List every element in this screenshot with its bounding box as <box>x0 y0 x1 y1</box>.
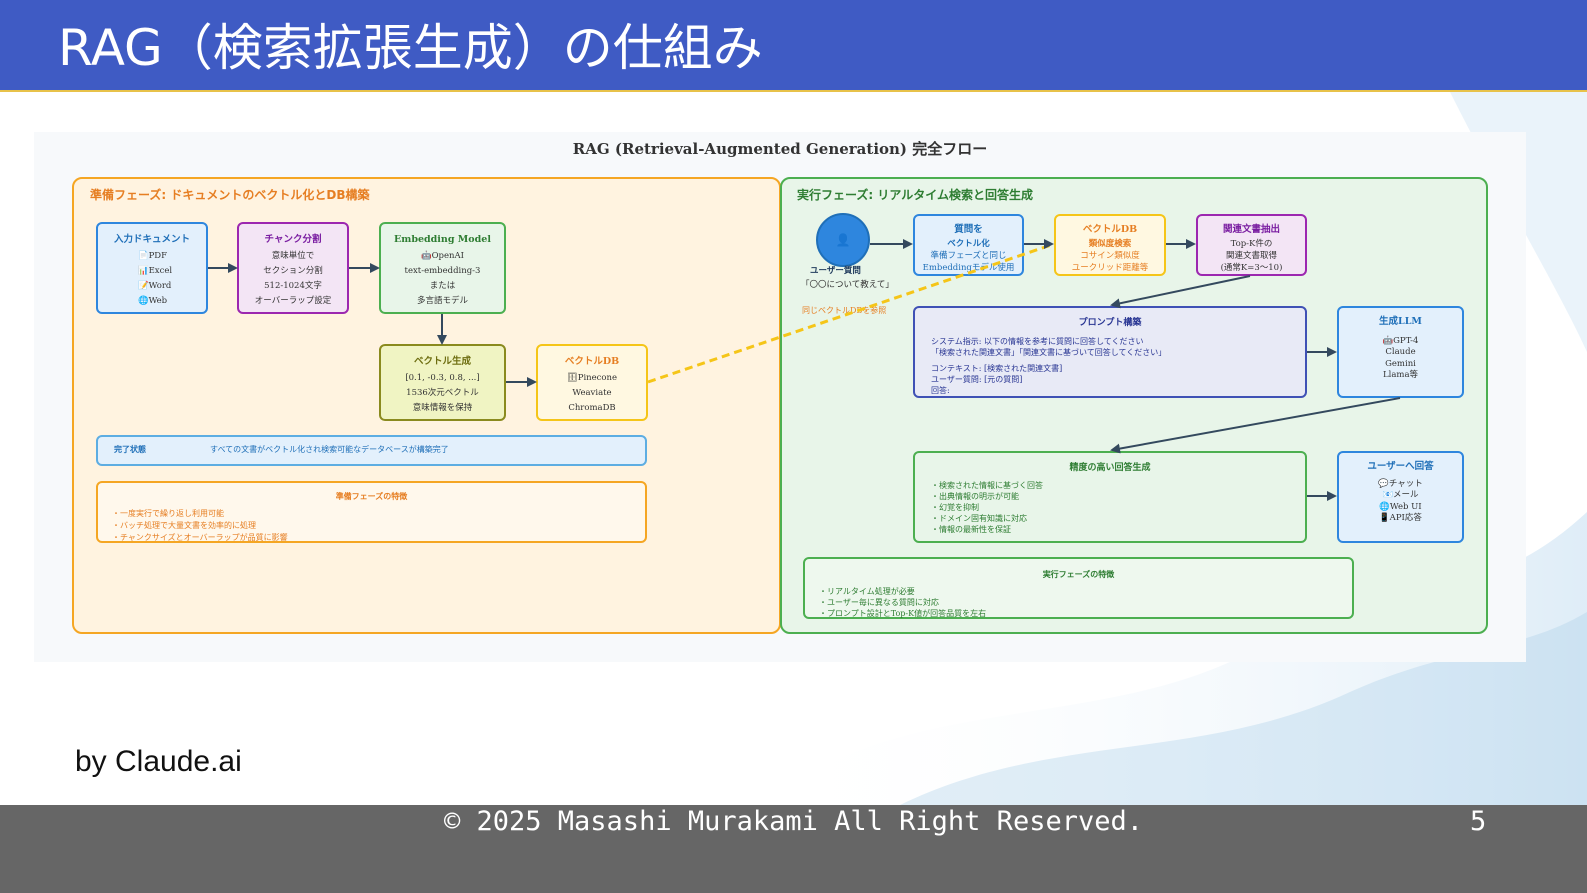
slide-title: RAG（検索拡張生成）の仕組み <box>58 19 763 77</box>
answer-feature: ・情報の最新性を保証 <box>931 525 1011 534</box>
answer-feature: ・検索された情報に基づく回答 <box>931 481 1043 490</box>
header-underline <box>0 90 1587 92</box>
vector-generation-box: ベクトル生成 [0.1, -0.3, 0.8, ...] 1536次元ベクトル … <box>379 344 506 421</box>
llm-title: 生成LLM <box>1379 316 1422 327</box>
db-search-box: ベクトルDB 類似度検索 コサイン類似度 ユークリッド距離等 <box>1054 214 1166 276</box>
byline: by Claude.ai <box>75 745 242 778</box>
answer-feature: ・出典情報の明示が可能 <box>931 492 1019 501</box>
prep-phase-label: 準備フェーズ: ドキュメントのベクトル化とDB構築 <box>90 188 370 202</box>
exec-phase-label: 実行フェーズ: リアルタイム検索と回答生成 <box>797 188 1034 202</box>
chunking-title: チャンク分割 <box>264 234 322 245</box>
llm-box: 生成LLM 🤖GPT-4 Claude Gemini Llama等 <box>1337 306 1464 398</box>
prep-feature-item: ・チャンクサイズとオーバーラップが品質に影響 <box>112 533 288 542</box>
db-search-detail: コサイン類似度 <box>1080 251 1140 261</box>
prep-features-box: 準備フェーズの特徴 ・一度実行で繰り返し利用可能 ・バッチ処理で大量文書を効率的… <box>96 481 647 543</box>
diagram-title: RAG (Retrieval-Augmented Generation) 完全フ… <box>572 140 988 158</box>
prep-feature-item: ・一度実行で繰り返し利用可能 <box>112 509 224 518</box>
complete-status-text: すべての文書がベクトル化され検索可能なデータベースが構築完了 <box>210 445 449 454</box>
vector-detail: 1536次元ベクトル <box>406 388 479 398</box>
slide-footer <box>0 805 1587 893</box>
embedding-detail: text-embedding-3 <box>404 266 481 276</box>
top-k-detail: (通常K=3〜10) <box>1220 263 1283 273</box>
chunking-box: チャンク分割 意味単位で セクション分割 512-1024文字 オーバーラップ設… <box>237 222 349 314</box>
vector-db-product: Weaviate <box>572 388 612 398</box>
query-vectorize-title: 質問を <box>954 224 983 235</box>
llm-model: Llama等 <box>1382 370 1419 380</box>
embedding-detail: 多言語モデル <box>416 296 468 306</box>
prep-feature-item: ・バッチ処理で大量文書を効率的に処理 <box>112 521 256 530</box>
query-vectorize-box: 質問を ベクトル化 準備フェーズと同じ Embeddingモデル使用 <box>913 214 1024 276</box>
exec-feature-item: ・リアルタイム処理が必要 <box>819 587 915 596</box>
user-icon: 👤 <box>816 213 870 267</box>
vector-db-box: ベクトルDB 🗄Pinecone Weaviate ChromaDB <box>536 344 648 421</box>
llm-model: 🤖GPT-4 <box>1382 335 1419 346</box>
vector-detail: [0.1, -0.3, 0.8, ...] <box>405 373 480 383</box>
chunking-detail: 意味単位で <box>271 251 315 261</box>
query-vectorize-title2: ベクトル化 <box>947 239 990 249</box>
same-db-note: 同じベクトルDBを参照 <box>802 306 887 315</box>
chunking-detail: オーバーラップ設定 <box>254 296 332 306</box>
answer-generation-title: 精度の高い回答生成 <box>1069 463 1151 473</box>
top-k-detail: 関連文書取得 <box>1225 251 1277 261</box>
input-documents-box: 入力ドキュメント 📄PDF 📊Excel 📝Word 🌐Web <box>96 222 208 314</box>
vector-generation-title: ベクトル生成 <box>413 356 471 367</box>
prompt-build-box: プロンプト構築 システム指示: 以下の情報を参考に質問に回答してください 「検索… <box>913 306 1307 398</box>
answer-feature: ・幻覚を抑制 <box>931 503 979 512</box>
doc-type: 🌐Web <box>138 296 168 306</box>
answer-generation-box: 精度の高い回答生成 ・検索された情報に基づく回答 ・出典情報の明示が可能 ・幻覚… <box>913 451 1307 543</box>
db-search-detail: ユークリッド距離等 <box>1071 263 1149 273</box>
user-response-box: ユーザーへ回答 💬チャット 📧メール 🌐Web UI 📱API応答 <box>1337 451 1464 543</box>
exec-features-title: 実行フェーズの特徴 <box>1042 569 1115 579</box>
query-vectorize-detail: 準備フェーズと同じ <box>930 251 1007 261</box>
embedding-detail: または <box>429 281 456 291</box>
db-search-title2: 類似度検索 <box>1088 239 1132 249</box>
prompt-line: 「検索された関連文書」「関連文書に基づいて回答してください」 <box>931 348 1167 357</box>
vector-db-product: 🗄Pinecone <box>566 373 618 383</box>
doc-type: 📄PDF <box>138 251 168 261</box>
db-search-title: ベクトルDB <box>1082 224 1138 235</box>
doc-type: 📊Excel <box>138 266 173 276</box>
vector-db-title: ベクトルDB <box>564 356 620 367</box>
llm-model: Gemini <box>1385 358 1416 369</box>
top-k-detail: Top-K件の <box>1230 239 1273 249</box>
chunking-detail: セクション分割 <box>263 266 323 276</box>
complete-status-label: 完了状態 <box>114 444 146 454</box>
prompt-line: 回答: <box>931 386 950 395</box>
answer-feature: ・ドメイン固有知識に対応 <box>931 514 1027 523</box>
vector-db-product: ChromaDB <box>568 403 616 413</box>
embedding-detail: 🤖OpenAI <box>421 251 464 261</box>
user-response-title: ユーザーへ回答 <box>1367 461 1434 472</box>
chunking-detail: 512-1024文字 <box>264 281 322 291</box>
copyright-text: © 2025 Masashi Murakami All Right Reserv… <box>444 806 1143 837</box>
page-number: 5 <box>1470 806 1487 837</box>
response-channel: 🌐Web UI <box>1379 501 1422 512</box>
user-query-title: ユーザー質問 <box>810 266 861 276</box>
exec-feature-item: ・ユーザー毎に異なる質問に対応 <box>819 598 939 607</box>
query-vectorize-detail: Embeddingモデル使用 <box>922 263 1015 273</box>
exec-feature-item: ・プロンプト設計とTop-K値が回答品質を左右 <box>819 609 987 618</box>
vector-detail: 意味情報を保持 <box>412 403 473 413</box>
response-channel: 📧メール <box>1382 490 1419 500</box>
user-query-example: 「〇〇について教えて」 <box>801 280 894 290</box>
response-channel: 📱API応答 <box>1379 513 1422 523</box>
complete-status-box: 完了状態 すべての文書がベクトル化され検索可能なデータベースが構築完了 <box>96 435 647 466</box>
top-k-title: 関連文書抽出 <box>1222 224 1280 235</box>
embedding-model-box: Embedding Model 🤖OpenAI text-embedding-3… <box>379 222 506 314</box>
embedding-model-title: Embedding Model <box>394 234 491 245</box>
input-documents-title: 入力ドキュメント <box>114 234 191 245</box>
slide-header <box>0 0 1587 90</box>
response-channel: 💬チャット <box>1378 478 1423 489</box>
prompt-build-title: プロンプト構築 <box>1078 318 1142 328</box>
exec-features-box: 実行フェーズの特徴 ・リアルタイム処理が必要 ・ユーザー毎に異なる質問に対応 ・… <box>803 557 1354 619</box>
top-k-box: 関連文書抽出 Top-K件の 関連文書取得 (通常K=3〜10) <box>1196 214 1307 276</box>
doc-type: 📝Word <box>138 281 172 291</box>
prep-features-title: 準備フェーズの特徴 <box>335 491 408 501</box>
llm-model: Claude <box>1385 347 1416 357</box>
